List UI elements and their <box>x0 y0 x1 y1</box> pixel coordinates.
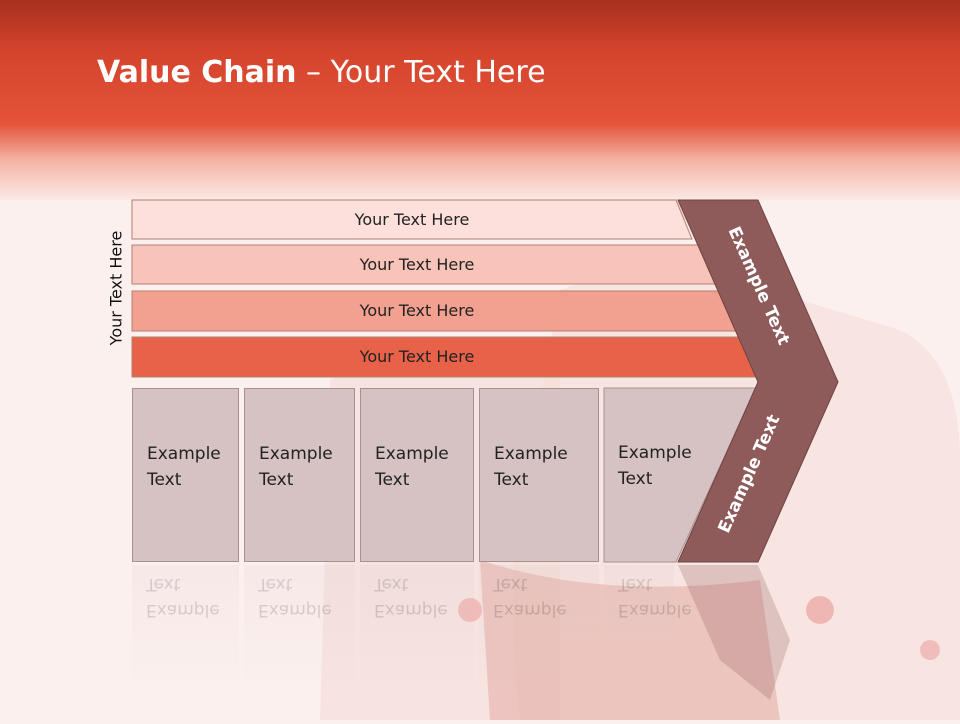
box-5-line1: Example <box>618 443 692 463</box>
box-1-line2: Text <box>147 470 182 490</box>
box-5-reflection: Example Text <box>604 565 692 695</box>
box-3-reflection: Example Text <box>360 565 474 695</box>
box-3-reflection-line1: Example <box>374 600 448 620</box>
tier-2-label: Your Text Here <box>359 255 475 274</box>
box-1-line1: Example <box>147 444 221 464</box>
tier-3-label: Your Text Here <box>359 301 475 320</box>
box-4-reflection: Example Text <box>479 565 599 695</box>
box-1-reflection-line1: Example <box>146 600 220 620</box>
box-2-reflection-line1: Example <box>258 600 332 620</box>
box-2-reflection: Example Text <box>244 565 355 695</box>
title-bold: Value Chain <box>97 55 297 90</box>
box-3-reflection-line2: Text <box>374 574 409 594</box>
box-1-reflection: Example Text <box>132 565 239 695</box>
chevron-reflection <box>678 565 790 700</box>
tier-3: Your Text Here <box>132 291 702 330</box>
box-5-line2: Text <box>618 469 653 489</box>
title-rest: – Your Text Here <box>296 55 546 90</box>
tier-2: Your Text Here <box>132 245 702 284</box>
box-5-reflection-line1: Example <box>618 600 692 620</box>
tier-4: Your Text Here <box>132 337 702 376</box>
header-bar <box>0 0 960 200</box>
tier-4-label: Your Text Here <box>359 347 475 366</box>
box-1-reflection-line2: Text <box>146 574 181 594</box>
box-3-line2: Text <box>375 470 410 490</box>
box-4-reflection-line2: Text <box>493 574 528 594</box>
box-4-line2: Text <box>494 470 529 490</box>
box-2-line2: Text <box>259 470 294 490</box>
box-2-reflection-line2: Text <box>258 574 293 594</box>
chevron-arrow <box>677 199 839 563</box>
tier-1-label: Your Text Here <box>354 210 470 229</box>
box-2-line1: Example <box>259 444 333 464</box>
box-5-shape <box>603 387 757 563</box>
box-4-line1: Example <box>494 444 568 464</box>
tier-1-shape <box>131 199 693 240</box>
box-3-line1: Example <box>375 444 449 464</box>
box-4-reflection-line1: Example <box>493 600 567 620</box>
box-5-reflection-line2: Text <box>618 574 653 594</box>
tier-1: Your Text Here <box>132 200 692 239</box>
slide-title: Value Chain – Your Text Here <box>97 55 546 90</box>
